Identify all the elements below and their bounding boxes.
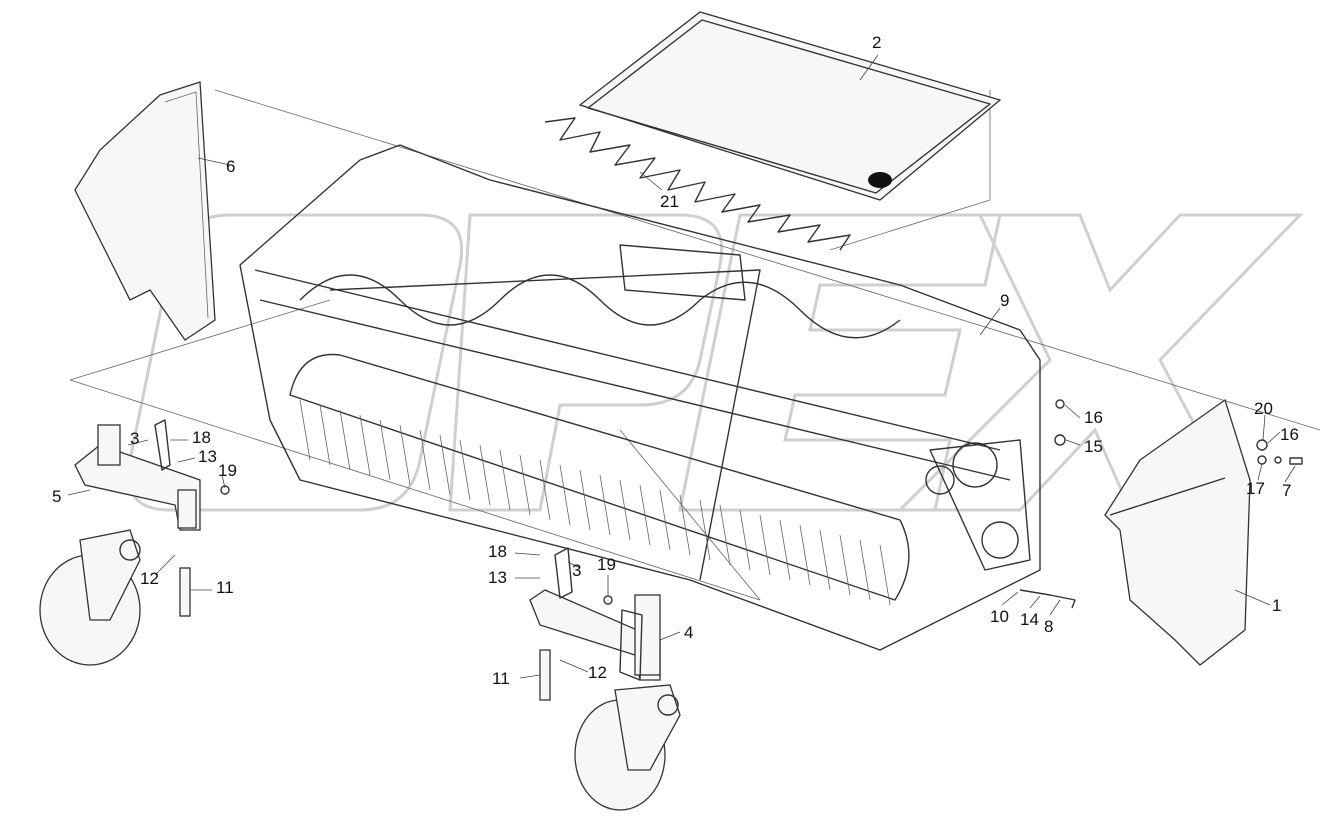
small-hardware	[220, 399, 1303, 609]
top-cover-panel	[578, 11, 1002, 201]
label-part-19-center: 19	[597, 555, 616, 574]
label-part-20: 20	[1254, 399, 1273, 418]
label-part-7: 7	[1282, 481, 1291, 500]
label-part-2: 2	[872, 33, 881, 52]
label-part-12-center: 12	[588, 663, 607, 682]
label-part-10: 10	[990, 607, 1009, 626]
label-part-11-left: 11	[216, 578, 234, 597]
label-part-13-center: 13	[488, 568, 507, 587]
left-side-shield	[74, 81, 216, 341]
assembly-guide-lines	[69, 89, 1321, 601]
label-part-5: 5	[52, 487, 61, 506]
callout-labels: 2 6 21 9 3 18 13 19 5 12 11 16 15 20 16 …	[52, 33, 1299, 688]
label-part-18-left: 18	[192, 428, 211, 447]
label-part-3-center: 3	[572, 561, 581, 580]
label-part-13-left: 13	[198, 447, 217, 466]
label-part-16-center: 16	[1084, 408, 1103, 427]
label-part-16-right: 16	[1280, 425, 1299, 444]
label-part-14: 14	[1020, 610, 1039, 629]
label-part-9: 9	[1000, 291, 1009, 310]
center-gauge-wheel-assembly	[529, 547, 681, 811]
header-frame	[239, 144, 1041, 651]
label-part-11-center: 11	[492, 669, 510, 688]
label-part-19-left: 19	[218, 461, 237, 480]
label-part-4: 4	[684, 623, 693, 642]
label-part-12-left: 12	[140, 569, 159, 588]
label-part-6: 6	[226, 157, 235, 176]
label-part-8: 8	[1044, 617, 1053, 636]
left-gauge-wheel-assembly	[39, 419, 201, 666]
label-part-1: 1	[1272, 596, 1281, 615]
right-side-shield	[1104, 398, 1251, 666]
label-part-21: 21	[660, 192, 679, 211]
label-part-17: 17	[1246, 479, 1265, 498]
zigzag-spring	[544, 117, 851, 251]
label-part-3-left: 3	[130, 429, 139, 448]
label-part-18-center: 18	[488, 542, 507, 561]
label-part-15: 15	[1084, 437, 1103, 456]
callout-leaders	[67, 54, 1296, 679]
